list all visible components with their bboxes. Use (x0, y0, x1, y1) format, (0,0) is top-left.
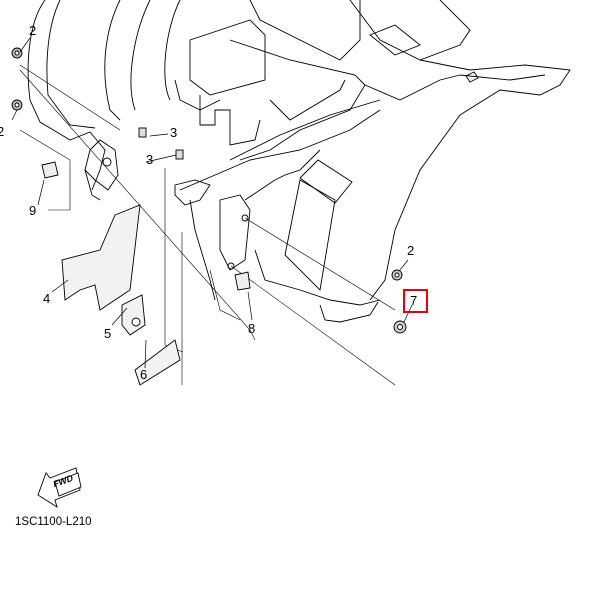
diagram-caption: 1SC1100-L210 (15, 516, 92, 528)
part-label-2[interactable]: 2 (0, 124, 5, 139)
part-label-8[interactable]: 8 (248, 321, 256, 336)
grommet-2b (11, 99, 23, 111)
fwd-arrow (37, 467, 82, 509)
part-label-2[interactable]: 2 (407, 243, 415, 258)
part-label-3[interactable]: 3 (146, 152, 154, 167)
part-label-3[interactable]: 3 (170, 125, 178, 140)
part-label-5[interactable]: 5 (104, 326, 112, 341)
part-label-4[interactable]: 4 (43, 291, 51, 306)
grommet-2a (11, 47, 23, 59)
part-label-2[interactable]: 2 (29, 23, 37, 38)
highlight-box (403, 289, 428, 313)
part-label-7[interactable]: 7 (410, 293, 418, 308)
part-label-6[interactable]: 6 (140, 367, 148, 382)
part-label-9[interactable]: 9 (29, 203, 37, 218)
